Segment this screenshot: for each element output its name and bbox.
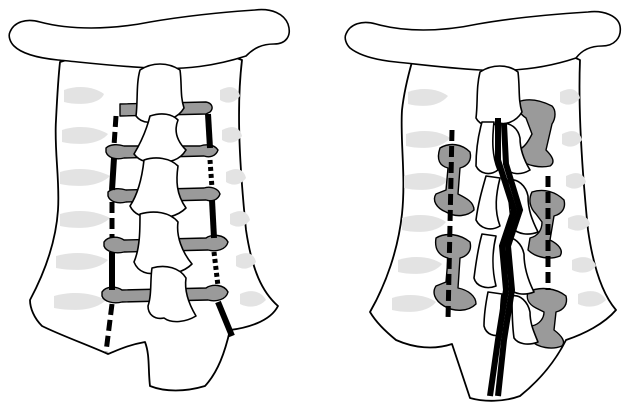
right-panel [345, 12, 620, 401]
left-hinge-line-upper [208, 114, 210, 148]
left-occiput [9, 10, 289, 69]
left-hinge-line-mid [212, 200, 214, 238]
left-open-line-1 [112, 158, 114, 190]
left-panel [9, 10, 289, 391]
right-spinous-c2 [476, 66, 522, 125]
